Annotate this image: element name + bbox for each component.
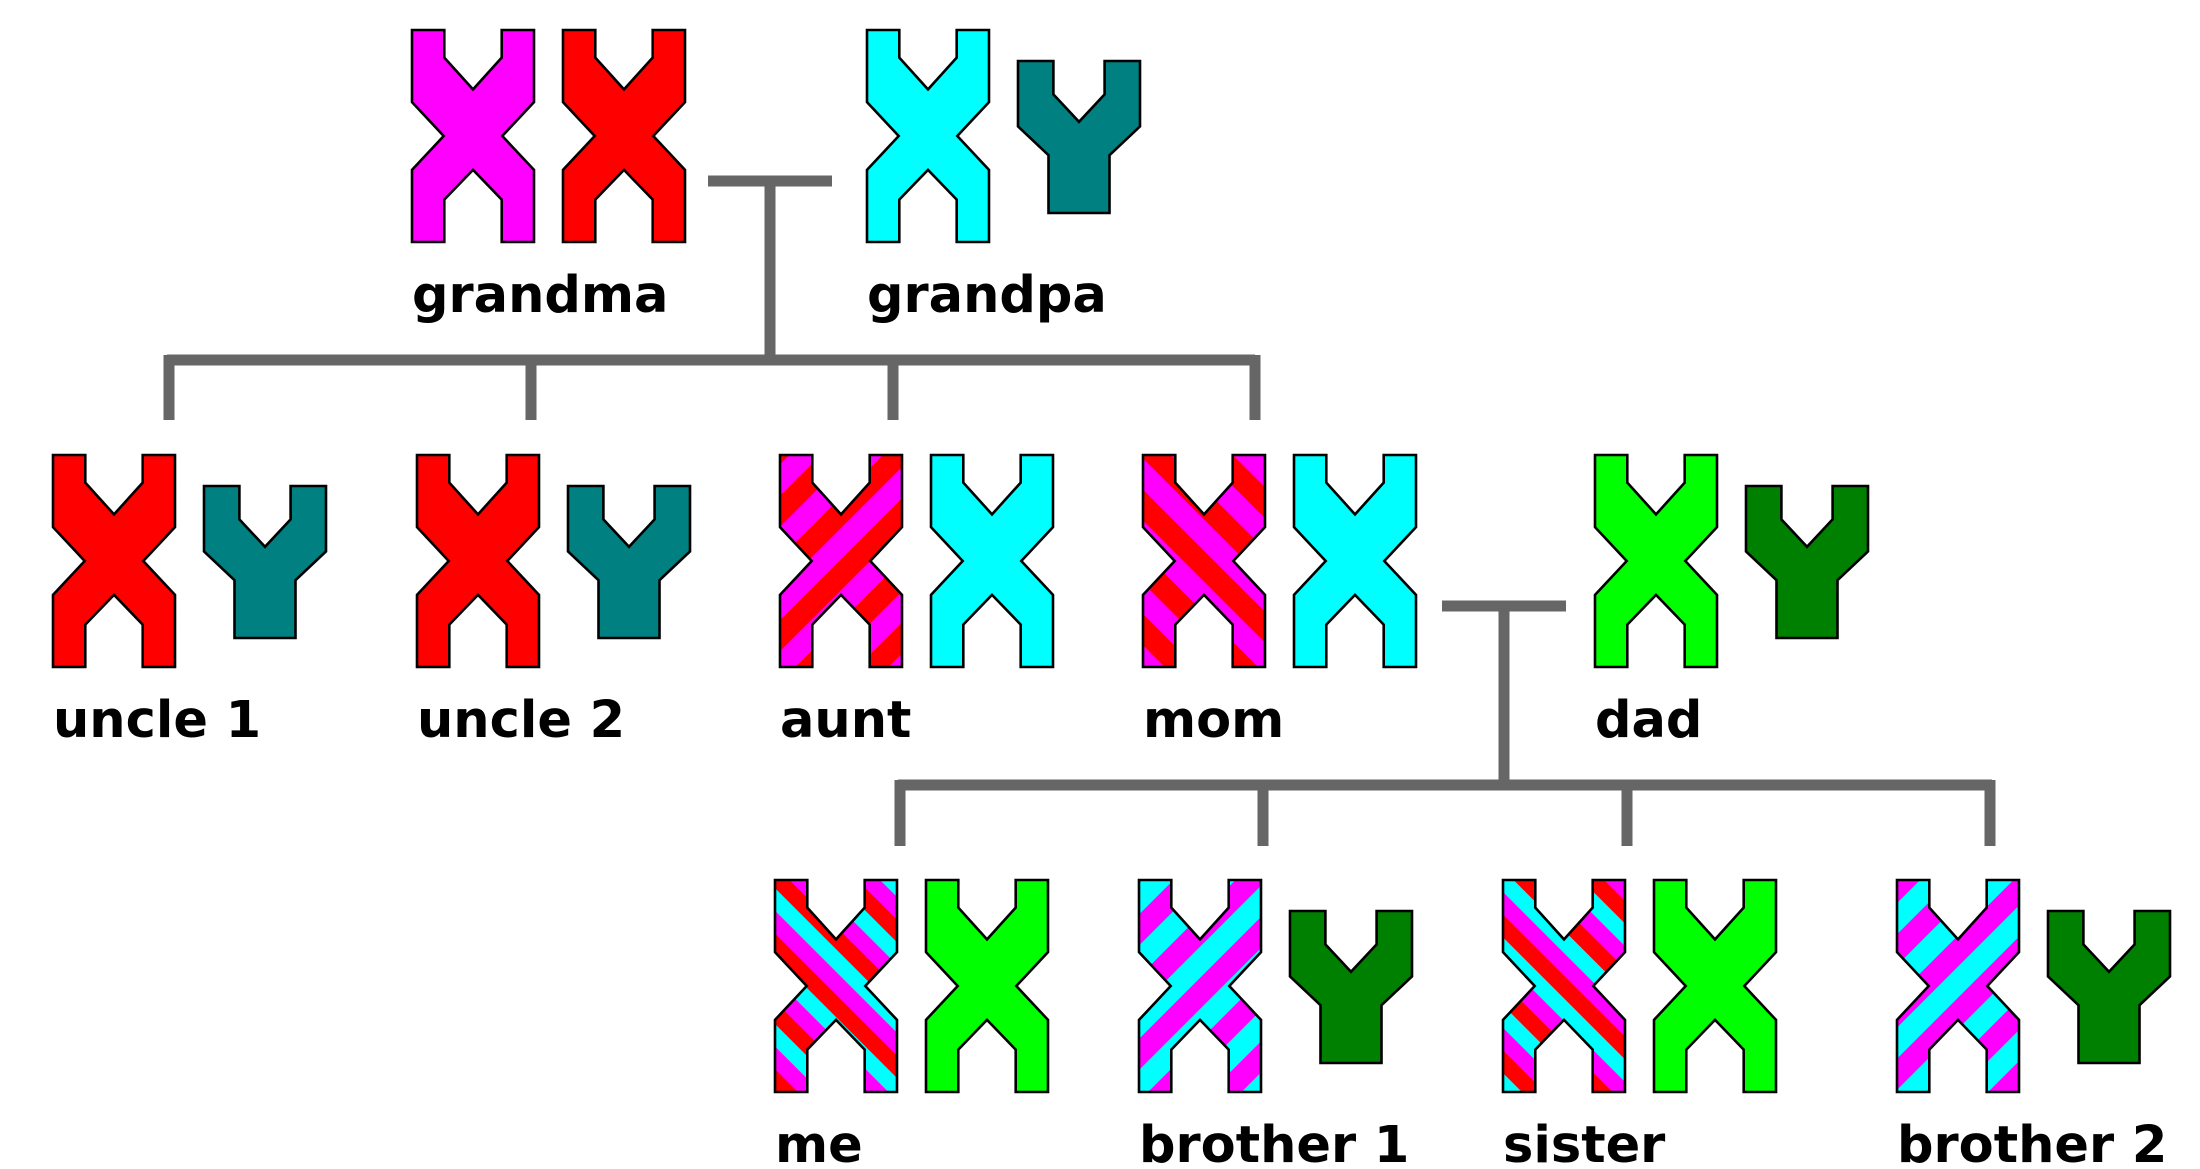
label-brother-1: brother 1 xyxy=(1139,1116,1409,1169)
x-chromosome-grandma-2 xyxy=(561,28,687,244)
y-chromosome-grandpa-2 xyxy=(1016,59,1142,215)
x-chromosome-sister-1 xyxy=(1501,878,1627,1094)
y-chromosome-uncle-2-2 xyxy=(566,484,692,640)
person-uncle-1: uncle 1 xyxy=(51,453,328,750)
person-dad: dad xyxy=(1593,453,1870,750)
person-sister: sister xyxy=(1501,878,1778,1169)
x-chromosome-me-1 xyxy=(773,878,899,1094)
x-chromosome-uncle-1-1 xyxy=(51,453,177,669)
x-chromosome-brother-1-1 xyxy=(1137,878,1263,1094)
x-chromosome-sister-2 xyxy=(1652,878,1778,1094)
label-mom: mom xyxy=(1143,691,1284,750)
x-chromosome-dad-1 xyxy=(1593,453,1719,669)
label-grandma: grandma xyxy=(412,266,668,325)
person-grandpa: grandpa xyxy=(865,28,1142,325)
label-me: me xyxy=(775,1116,863,1169)
x-chromosome-grandpa-1 xyxy=(865,28,991,244)
x-chromosome-mom-2 xyxy=(1292,453,1418,669)
person-grandma: grandma xyxy=(410,28,687,325)
person-aunt: aunt xyxy=(778,453,1055,750)
x-chromosome-aunt-2 xyxy=(929,453,1055,669)
y-chromosome-brother-2-2 xyxy=(2046,909,2172,1065)
y-chromosome-dad-2 xyxy=(1744,484,1870,640)
x-chromosome-grandma-1 xyxy=(410,28,536,244)
person-mom: mom xyxy=(1141,453,1418,750)
label-aunt: aunt xyxy=(780,691,911,750)
label-grandpa: grandpa xyxy=(867,266,1107,325)
person-brother-1: brother 1 xyxy=(1137,878,1414,1169)
x-chromosome-uncle-2-1 xyxy=(415,453,541,669)
person-me: me xyxy=(773,878,1050,1169)
label-brother-2: brother 2 xyxy=(1897,1116,2167,1169)
y-chromosome-brother-1-2 xyxy=(1288,909,1414,1065)
family-lines xyxy=(163,175,1996,846)
x-chromosome-brother-2-1 xyxy=(1895,878,2021,1094)
person-brother-2: brother 2 xyxy=(1895,878,2172,1169)
label-sister: sister xyxy=(1503,1116,1665,1169)
people: grandma grandpa uncle 1 uncle 2 aunt mom dad me… xyxy=(51,28,2172,1169)
person-uncle-2: uncle 2 xyxy=(415,453,692,750)
x-chromosome-aunt-1 xyxy=(778,453,904,669)
x-chromosome-me-2 xyxy=(924,878,1050,1094)
y-chromosome-uncle-1-2 xyxy=(202,484,328,640)
label-uncle-1: uncle 1 xyxy=(53,691,261,750)
label-dad: dad xyxy=(1595,691,1702,750)
label-uncle-2: uncle 2 xyxy=(417,691,625,750)
x-chromosome-mom-1 xyxy=(1141,453,1267,669)
